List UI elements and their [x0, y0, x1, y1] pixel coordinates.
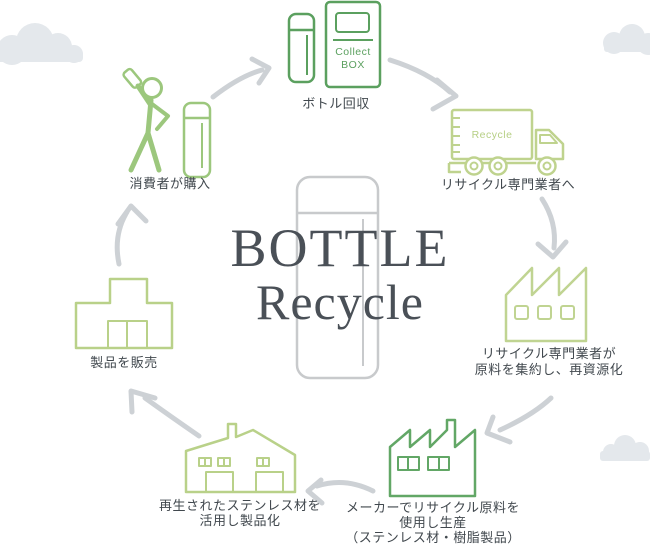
recycle-truck-icon [447, 108, 565, 176]
label-sell-products: 製品を販売 [90, 355, 158, 370]
title-line-bottle: BOTTLE [230, 218, 450, 278]
diagram-title: BOTTLE Recycle [231, 220, 450, 328]
label-manufacture: メーカーでリサイクル原料を 使用し生産 （ステンレス材・樹脂製品） [345, 500, 521, 545]
collect-box-text: Collect BOX [335, 46, 371, 71]
collect-box-icon [324, 0, 382, 89]
products-factory-icon [184, 422, 297, 494]
arrow-aggregate-to-manufacture [484, 395, 554, 445]
purchased-bottle-icon [182, 101, 212, 179]
arrow-collect-to-transport [387, 57, 459, 112]
center-bottle-icon [295, 175, 380, 380]
label-consumer-purchase: 消費者が購入 [129, 176, 211, 191]
cycle-arrows [114, 56, 569, 506]
consumer-person-icon [122, 67, 170, 173]
arrow-manufacture-to-productize [305, 477, 376, 506]
cloud-bottom-right-icon [600, 435, 650, 461]
title-line-recycle: Recycle [255, 274, 424, 330]
store-icon [74, 277, 174, 350]
truck-side-text: Recycle [471, 129, 513, 141]
label-to-recycler: リサイクル専門業者へ [440, 177, 576, 192]
cloud-top-left-icon [0, 23, 83, 65]
arrow-transport-to-aggregate [535, 196, 569, 260]
collected-bottle-icon [287, 12, 316, 84]
label-productize: 再生されたステンレス材を 活用し製品化 [158, 498, 322, 528]
maker-factory-icon [388, 418, 477, 498]
cloud-top-right-icon [603, 24, 650, 55]
arrow-purchase-to-collect [210, 56, 272, 100]
arrow-productize-to-sell [128, 388, 202, 439]
label-aggregate: リサイクル専門業者が 原料を集約し、再資源化 [474, 346, 624, 377]
recycler-factory-icon [504, 266, 588, 343]
arrow-sell-to-purchase [114, 203, 149, 267]
label-bottle-collection: ボトル回収 [302, 96, 370, 111]
